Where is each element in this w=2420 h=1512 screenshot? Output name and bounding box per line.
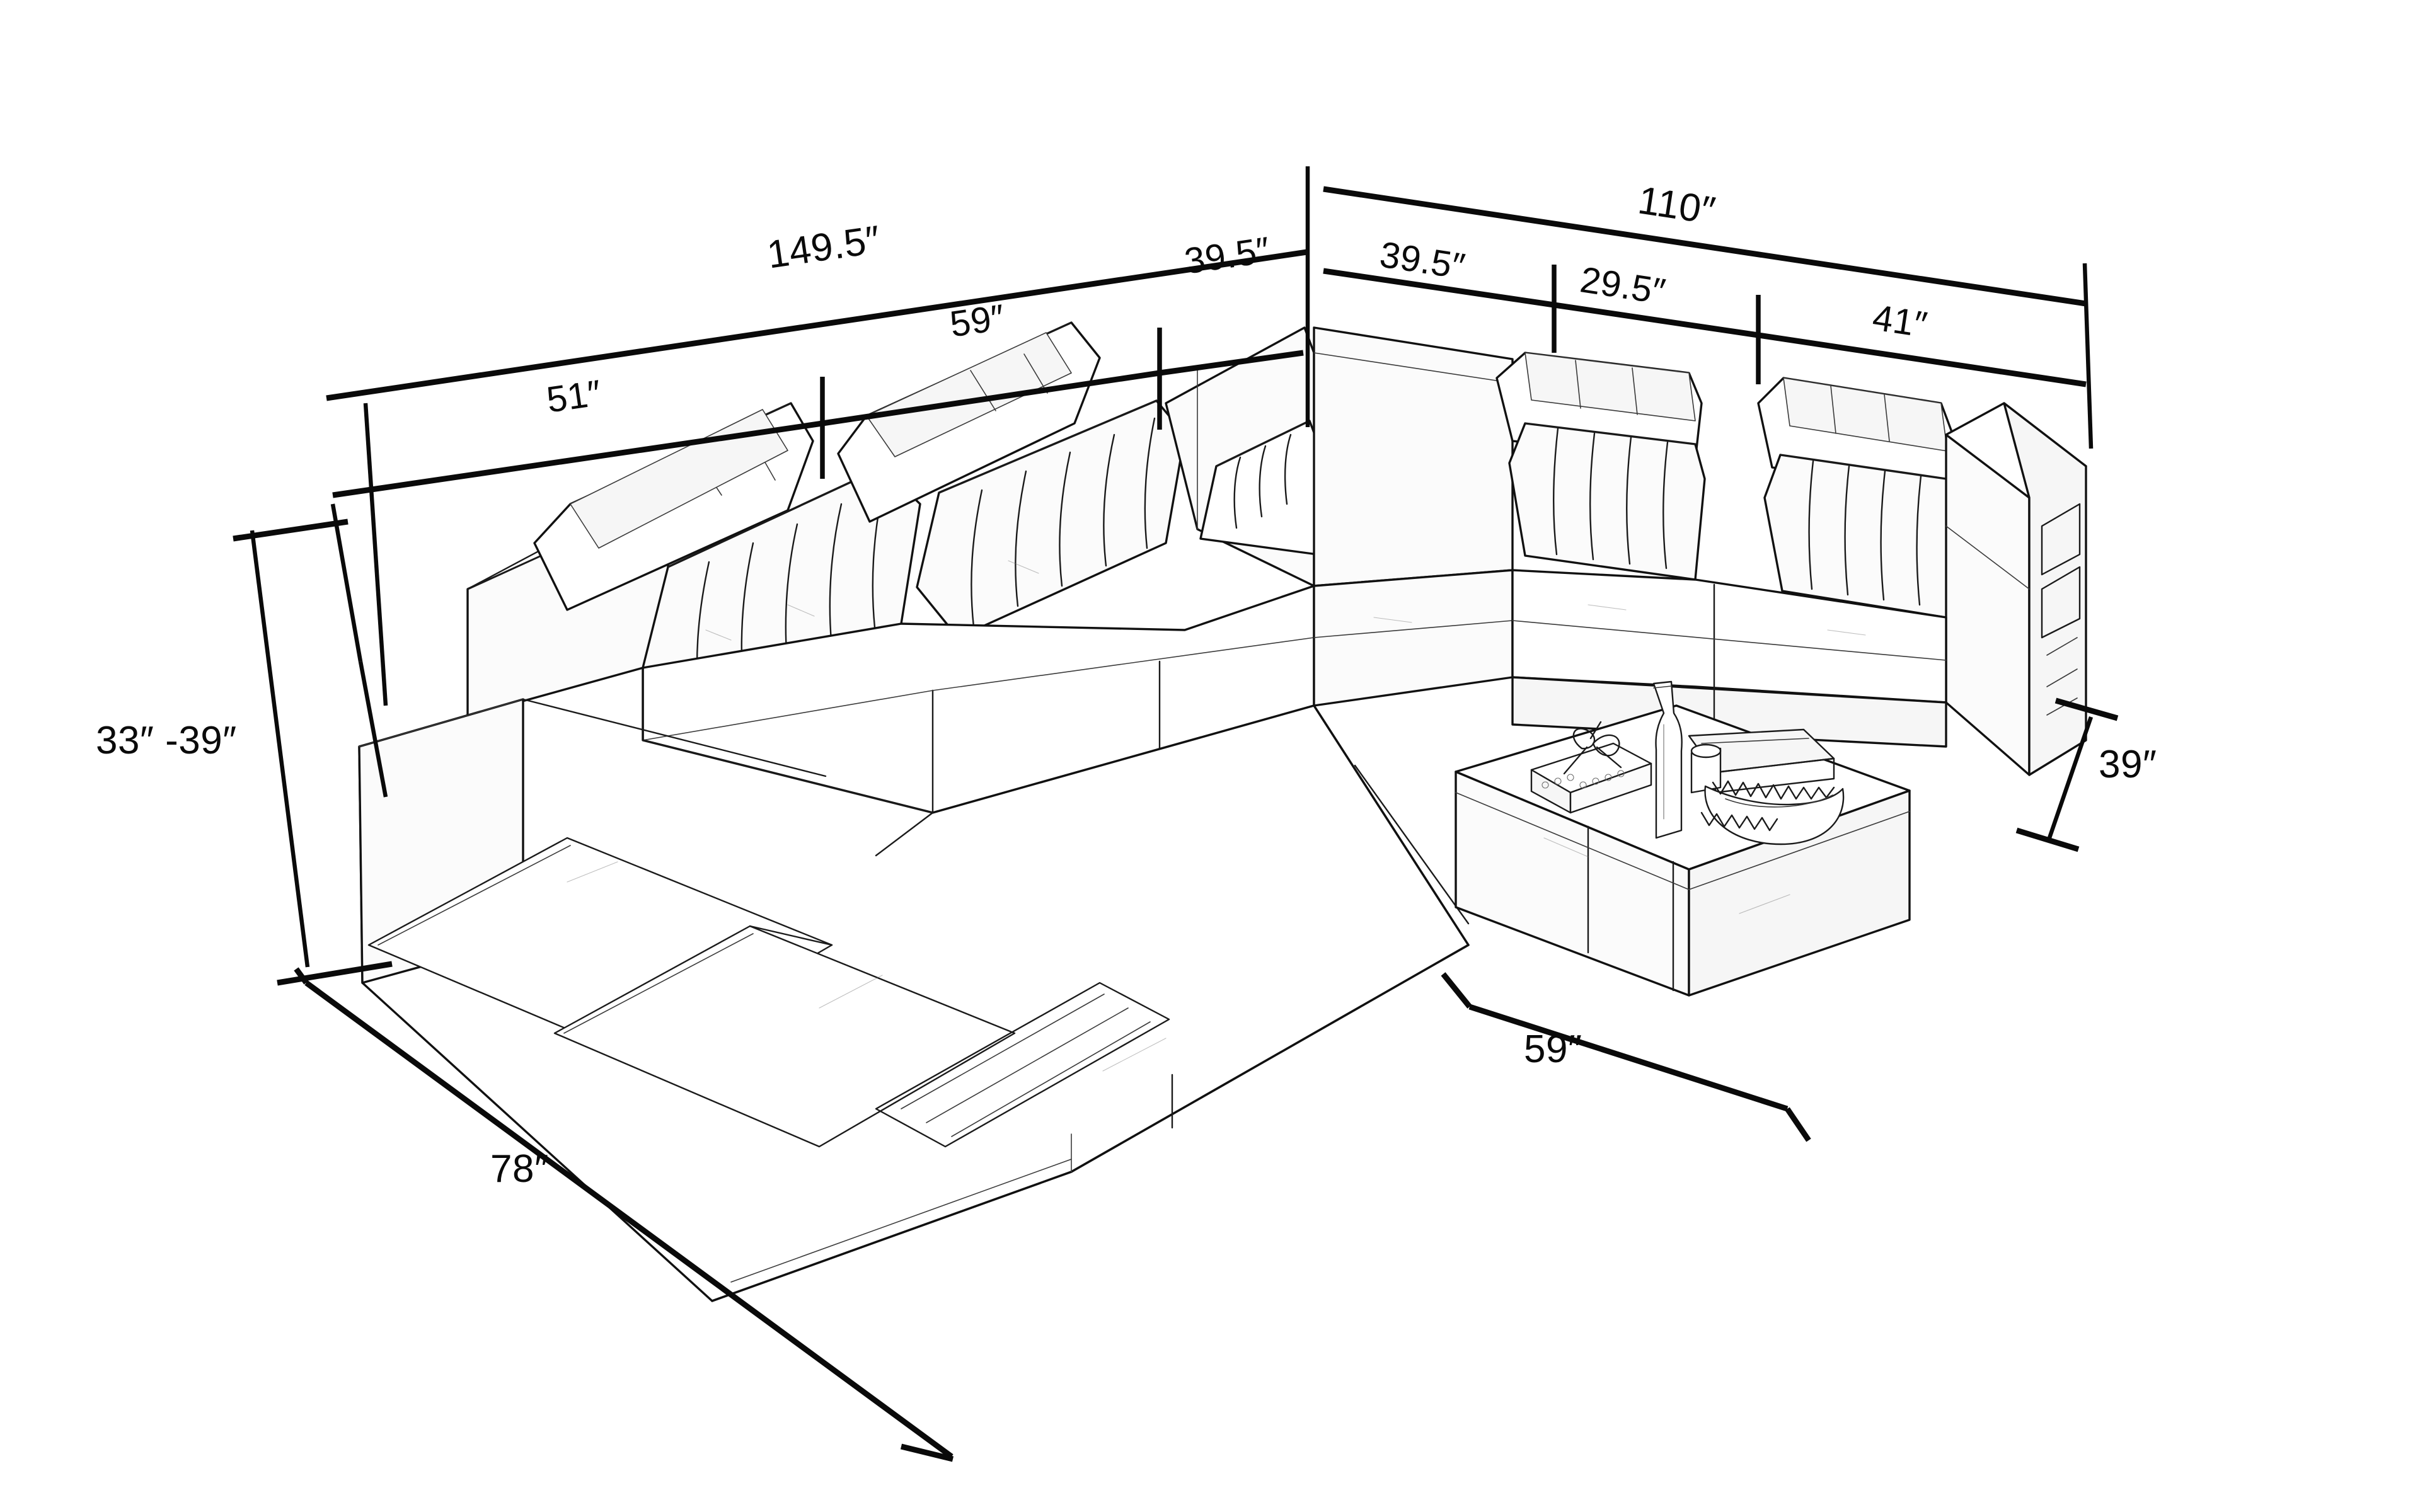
- tick-table-end: [1785, 1107, 1811, 1142]
- sofa-illustration: [358, 321, 2087, 1302]
- table-accessory-bottle: [1652, 680, 1683, 839]
- label-left-depth: 78″: [490, 1147, 549, 1191]
- ext-height-upper-guide: [330, 503, 363, 662]
- table-accessory-candle: [1690, 743, 1722, 794]
- coffee-table: [1455, 680, 1911, 997]
- cap-depth-right-bottom: [2015, 827, 2080, 852]
- cap-depth-right-top: [2054, 697, 2119, 721]
- dimline-110: [1323, 186, 2087, 307]
- label-right-arm-console-width: 41″: [1870, 297, 1930, 346]
- right-arm-console: [1945, 402, 2087, 776]
- label-coffee-table-width: 59″: [1524, 1028, 1582, 1071]
- seat-deck: [642, 569, 1947, 814]
- dimline-78: [304, 980, 954, 1459]
- table-accessory-giftbox: [1530, 721, 1652, 814]
- ottoman-recessed-panel: [875, 982, 1170, 1148]
- dimline-51: [332, 420, 823, 498]
- dimline-29-5: [1553, 302, 1759, 338]
- label-right-depth: 39″: [2099, 743, 2157, 786]
- right-backrest-group: [1313, 326, 1956, 619]
- chaise-cushion-strips: [367, 837, 1016, 1148]
- right-back-channels-b: [1808, 460, 1922, 606]
- dimline-59: [822, 370, 1160, 427]
- tick-depth-left-start: [294, 967, 309, 985]
- dimline-39-right: [2047, 716, 2094, 839]
- dimension-lines: [233, 166, 2119, 1462]
- cap-height-bottom: [277, 961, 393, 986]
- ext-left-top-vert: [363, 403, 388, 706]
- sketch-texture: [567, 560, 1866, 1072]
- dimline-height-range: [250, 530, 310, 968]
- dimline-149-5: [326, 249, 1308, 401]
- label-left-sofa-run: 59″: [947, 296, 1008, 345]
- dimline-39-5-right: [1323, 268, 1555, 308]
- console-shelf-slots: [2041, 503, 2081, 716]
- tick-table-start: [1441, 972, 1472, 1009]
- right-back-channels-a: [1553, 427, 1669, 570]
- label-overall-height-range: 33″ -39″: [96, 719, 237, 762]
- table-accessory-bowl: [1700, 780, 1845, 845]
- dimline-table-59: [1468, 1004, 1789, 1112]
- dimline-39-5-left: [1159, 350, 1304, 376]
- label-left-chaise-width: 51″: [544, 372, 604, 421]
- corner-backrest-group: [1165, 326, 1318, 587]
- ext-right-top-vert: [2082, 263, 2094, 449]
- mid-left-back-channels: [971, 417, 1156, 628]
- left-chaise-ottoman: [358, 667, 1470, 1302]
- dimline-41: [1758, 332, 2087, 387]
- ext-height-lower-guide: [358, 661, 388, 798]
- cap-depth-left-end: [900, 1443, 954, 1462]
- giftbox-edge-dots: [1541, 770, 1625, 789]
- giftbox-bow: [1563, 721, 1622, 775]
